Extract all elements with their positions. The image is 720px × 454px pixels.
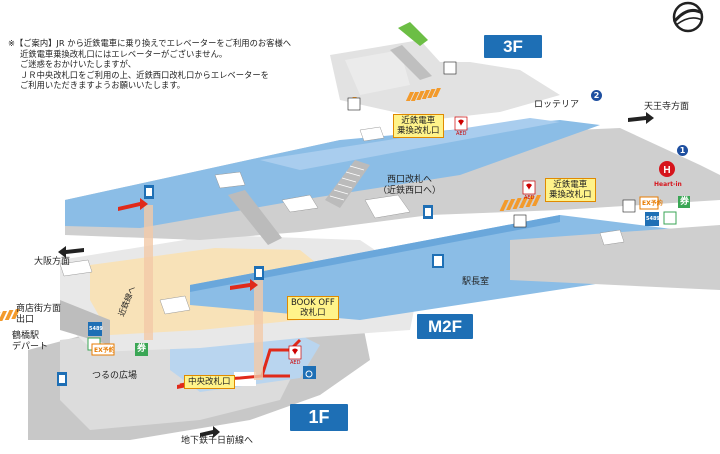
- notice-line: ご迷惑をおかけいたしますが、: [20, 59, 136, 69]
- ticket-icons: [87, 196, 690, 356]
- lotteria-label: ロッテリア: [534, 100, 580, 110]
- book-off-gate: BOOK OFF 改札口: [287, 296, 339, 320]
- notice-line: ご利用いただきますようお願いいたします。: [20, 80, 186, 90]
- stairs-marking: [0, 88, 542, 322]
- west-gate-label: 西口改札へ （近鉄西口へ）: [378, 175, 441, 197]
- gate-label: 乗換改札口: [549, 190, 592, 200]
- floor-badge-1f: 1F: [290, 404, 348, 431]
- dept-line: デパート: [12, 342, 49, 352]
- subway-direction-label: 地下鉄千日前線へ: [181, 436, 254, 446]
- elevator-shaft: [144, 205, 263, 380]
- notice-line: ＪＲ中央改札口をご利用の上、近鉄西口改札口からエレベーターを: [20, 69, 269, 80]
- m2f-platform: [190, 215, 720, 320]
- floor-3f-area: [65, 40, 720, 240]
- gate-label: BOOK OFF: [291, 298, 335, 308]
- escalator-icon: [60, 22, 432, 345]
- aed-label: AED: [456, 131, 467, 137]
- structure-blocks: [59, 126, 625, 315]
- shotengai-line: 出口: [16, 315, 35, 325]
- arrow-icon: [58, 112, 654, 438]
- kintetsu-transfer-gate-3f: 近鉄電車 乗換改札口: [393, 114, 444, 138]
- gate-label: 近鉄電車: [553, 180, 588, 190]
- marker-1: 1: [677, 145, 688, 156]
- logo-icon: [672, 1, 704, 33]
- aed-label: AED: [524, 195, 535, 201]
- ticket-badge: 券: [680, 197, 690, 207]
- notice-line: 近鉄電車乗換改札口にはエレベーターがございません。: [20, 48, 228, 59]
- kippu-badge: 5489: [646, 216, 660, 222]
- elevator-icon: [57, 185, 433, 386]
- kippu-badge: 5489: [89, 326, 103, 332]
- gate-label: 改札口: [300, 308, 326, 318]
- west-gate-line: 西口改札へ: [387, 175, 433, 185]
- heart-in-icon: H: [659, 161, 675, 177]
- central-gate: 中央改札口: [184, 375, 235, 389]
- tsuruno-plaza-label: つるの広場: [92, 371, 138, 381]
- ticket-badge: 券: [137, 344, 147, 354]
- shotengai-exit-label: 商店街方面 出口: [16, 304, 61, 326]
- floor-badge-m2f: M2F: [417, 314, 473, 339]
- marker-2: 2: [591, 90, 602, 101]
- osaka-direction-label: 大阪方面: [34, 257, 71, 267]
- notice-title: ※【ご案内】JR から近鉄電車に乗り換えでエレベーターをご利用のお客様へ: [8, 38, 292, 48]
- ex-reserve-badge: EX予約: [94, 347, 115, 354]
- heart-in-label: Heart-in: [654, 181, 682, 188]
- station-master-label: 駅長室: [462, 277, 490, 287]
- wheelchair-icon: [303, 366, 316, 379]
- svg-text:H: H: [663, 165, 670, 176]
- toilet-icon: [347, 61, 636, 268]
- aed-label: AED: [290, 360, 301, 366]
- dept-line: 鶴橋駅: [12, 331, 40, 341]
- gate-label: 近鉄電車: [401, 116, 436, 126]
- kintetsu-transfer-gate-m2f: 近鉄電車 乗換改札口: [545, 178, 596, 202]
- floor-badge-3f: 3F: [484, 35, 542, 58]
- tsuruhashi-dept-label: 鶴橋駅 デパート: [12, 331, 48, 353]
- west-gate-line: （近鉄西口へ）: [378, 186, 442, 196]
- aed-icon: [288, 116, 536, 360]
- gate-label: 乗換改札口: [397, 126, 440, 136]
- shotengai-line: 商店街方面: [16, 304, 62, 314]
- tennoji-direction-label: 天王寺方面: [644, 102, 690, 112]
- notice-box: ※【ご案内】JR から近鉄電車に乗り換えでエレベーターをご利用のお客様へ 近鉄電…: [8, 38, 291, 91]
- ex-reserve-badge: EX予約: [642, 200, 663, 207]
